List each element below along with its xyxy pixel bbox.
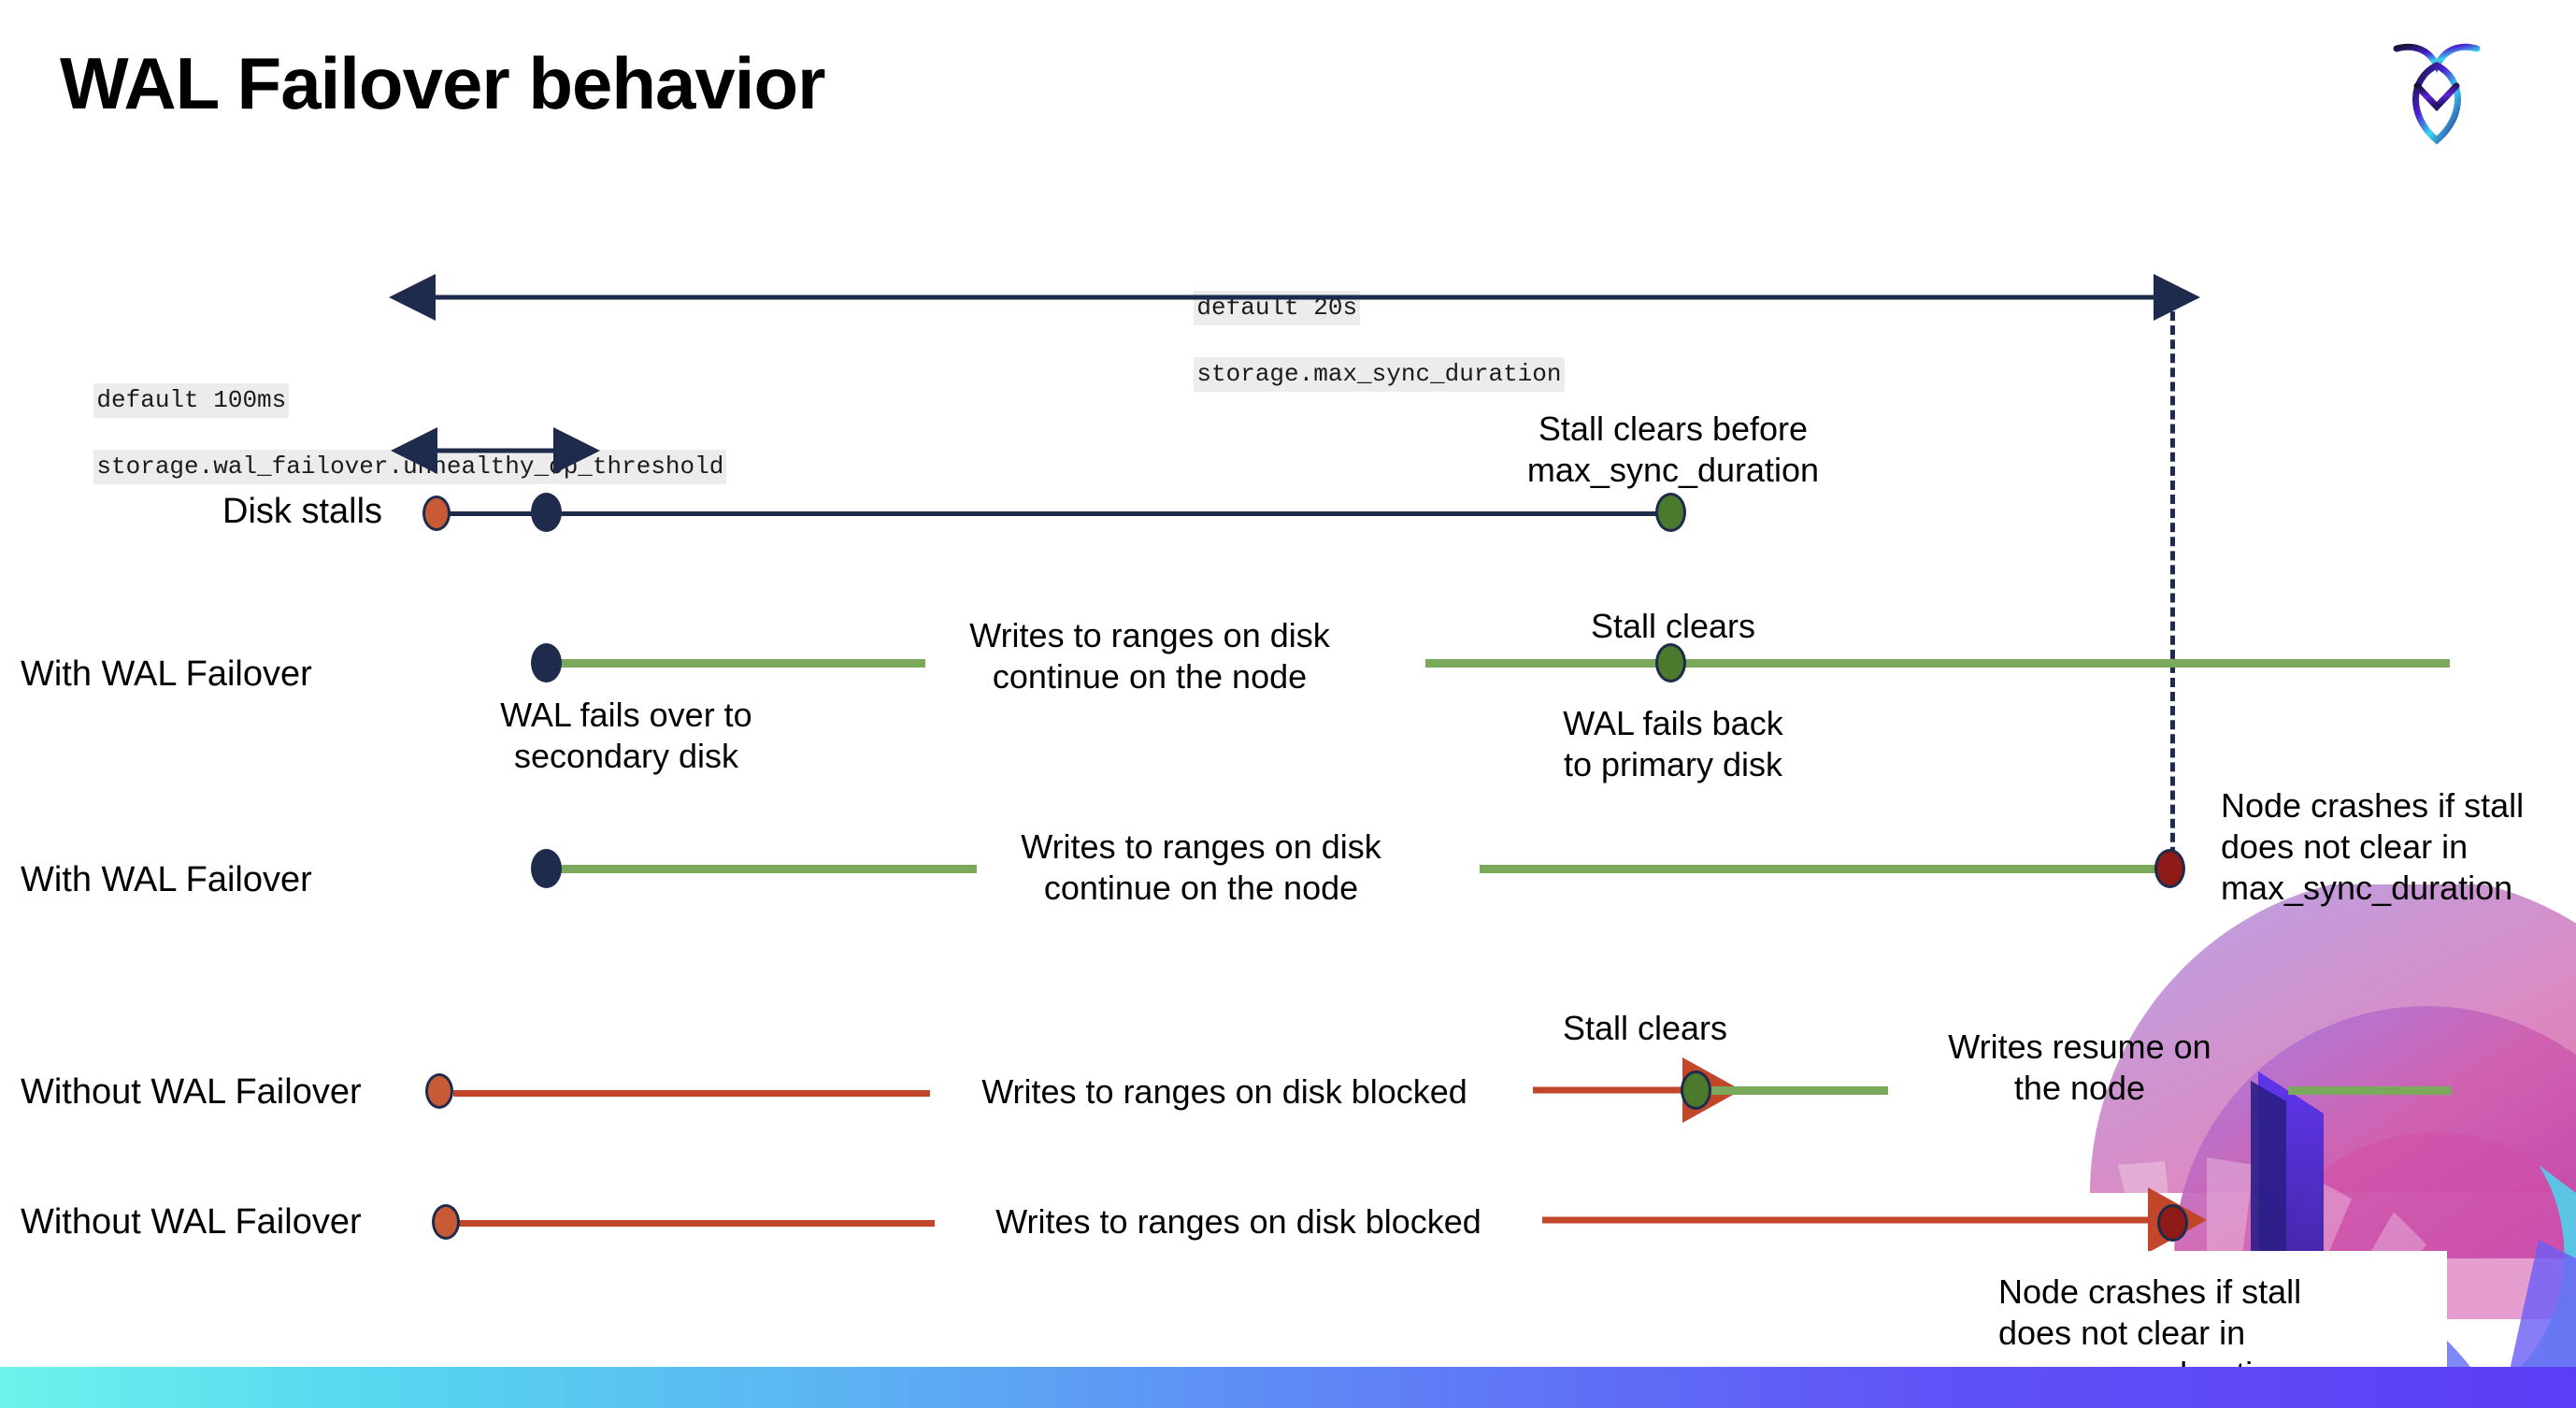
annotation-max-sync-setting: storage.max_sync_duration xyxy=(1194,357,1565,393)
note-writes-blocked-1: Writes to ranges on disk blocked xyxy=(981,1072,1467,1111)
disk-stall-clear-dot xyxy=(1655,493,1686,532)
annotation-unhealthy-setting: storage.wal_failover.unhealthy_op_thresh… xyxy=(93,450,727,485)
max-sync-duration-boundary-line xyxy=(2170,297,2175,884)
wal-failover-start-dot xyxy=(531,643,562,682)
note-writes-resume-on-node: Writes resume on the node xyxy=(1948,1027,2211,1107)
with-wal-failover-2-segment-a xyxy=(547,865,977,873)
note-wal-fails-over-to-secondary-disk: WAL fails over to secondary disk xyxy=(500,696,752,775)
annotation-max-sync-duration: default 20s storage.max_sync_duration xyxy=(1136,258,1565,424)
disk-stall-start-dot xyxy=(422,496,451,531)
row-label-with-wal-failover-2: With WAL Failover xyxy=(21,860,312,899)
with-wal-failover-1-segment-b xyxy=(1425,659,2450,668)
without-wal-failover-2-blocked-a xyxy=(458,1220,935,1227)
page-title: WAL Failover behavior xyxy=(60,42,825,124)
cockroachdb-logo xyxy=(2393,43,2481,145)
node-crash-dot-2 xyxy=(2157,1204,2188,1242)
without-wal-failover-1-resume-a xyxy=(1710,1086,1888,1095)
annotation-unhealthy-default: default 100ms xyxy=(93,382,290,418)
note-writes-blocked-2: Writes to ranges on disk blocked xyxy=(995,1202,1481,1241)
with-wal-failover-2-segment-b xyxy=(1480,865,2171,873)
disk-stall-threshold-dot xyxy=(531,493,562,532)
node-crash-dot-1 xyxy=(2154,849,2185,888)
note-writes-continue-2: Writes to ranges on disk continue on the… xyxy=(1021,827,1381,907)
disk-stalls-timeline xyxy=(439,511,1682,516)
wal-failover-2-start-dot xyxy=(531,849,562,888)
with-wal-failover-1-segment-a xyxy=(547,659,925,668)
row-label-without-wal-failover-2: Without WAL Failover xyxy=(21,1202,362,1242)
note-stall-clears-2: Stall clears xyxy=(1562,1009,1728,1047)
row-label-with-wal-failover-1: With WAL Failover xyxy=(21,654,312,694)
note-node-crashes-1: Node crashes if stall does not clear in … xyxy=(2221,786,2525,907)
without-wal-failover-1-blocked-a xyxy=(453,1090,930,1097)
without-wal-failover-1-start-dot xyxy=(425,1073,453,1109)
bottom-gradient-bar xyxy=(0,1367,2576,1408)
note-stall-clears-1: Stall clears xyxy=(1590,607,1756,645)
note-writes-continue-1: Writes to ranges on disk continue on the… xyxy=(969,616,1330,696)
annotation-max-sync-default: default 20s xyxy=(1194,290,1361,325)
wal-failover-stall-clear-dot xyxy=(1655,643,1686,682)
note-wal-fails-back-to-primary-disk: WAL fails back to primary disk xyxy=(1563,704,1783,783)
note-stall-clears-before-max-sync: Stall clears before max_sync_duration xyxy=(1526,409,1820,489)
row-label-disk-stalls: Disk stalls xyxy=(222,492,383,531)
without-wal-failover-1-resume-b xyxy=(2288,1086,2452,1095)
row-label-without-wal-failover-1: Without WAL Failover xyxy=(21,1072,362,1112)
without-wal-failover-2-start-dot xyxy=(432,1204,460,1240)
without-wal-failover-1-clear-dot xyxy=(1681,1070,1711,1110)
